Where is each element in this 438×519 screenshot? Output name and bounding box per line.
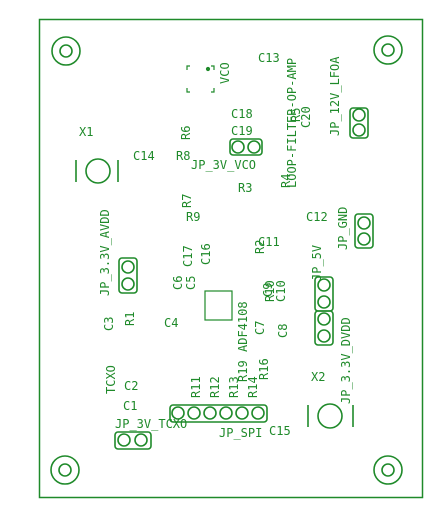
label-c4: C4	[164, 316, 179, 330]
label-jp-3v3-dvdd: JP_3.3V_DVDD	[339, 317, 353, 404]
label-loop-filter-op-amp: LOOP-FILTER-OP-AMP	[285, 57, 299, 188]
mounting-hole-top-right	[373, 35, 403, 65]
label-c20: C20	[299, 106, 313, 128]
mounting-hole-top-left	[51, 36, 81, 66]
label-c18: C18	[231, 107, 253, 121]
label-r12: R12	[208, 376, 222, 398]
label-r13: R13	[227, 376, 241, 398]
label-jp-3v-tcxo: JP_3V_TCXO	[115, 417, 188, 431]
label-c6: C6	[171, 275, 185, 290]
label-r14: R14	[246, 376, 260, 398]
adf4108-footprint	[204, 290, 233, 321]
label-jp-spi: JP_SPI	[219, 426, 263, 440]
label-c15: C15	[269, 424, 291, 438]
jumper-jp-3v-tcxo	[114, 431, 152, 450]
jumper-jp-5v	[314, 276, 334, 312]
label-c12: C12	[306, 210, 328, 224]
label-r7: R7	[180, 193, 194, 208]
label-r6: R6	[179, 125, 193, 140]
label-c5: C5	[184, 275, 198, 290]
label-c17: C17	[181, 245, 195, 267]
label-r1: R1	[123, 311, 137, 326]
label-jp-gnd: JP_GND	[336, 206, 350, 250]
label-c19: C19	[231, 124, 253, 138]
mounting-hole-bottom-right	[373, 455, 403, 485]
mounting-hole-bottom-left	[50, 455, 80, 485]
label-c1: C1	[123, 399, 138, 413]
crystal-x2	[307, 403, 354, 429]
label-c11: C11	[258, 235, 280, 249]
label-c14: C14	[133, 149, 155, 163]
label-r4: R4	[279, 173, 293, 188]
vco-footprint	[186, 65, 215, 93]
jumper-jp-12v-lfoa	[349, 107, 369, 139]
label-c9: C9	[261, 282, 275, 297]
label-c2: C2	[124, 379, 139, 393]
label-c13: C13	[258, 51, 280, 65]
label-c3: C3	[102, 316, 116, 331]
label-r2: R2	[253, 239, 267, 254]
label-r3: R3	[238, 181, 253, 195]
label-jp-12v-lfoa: JP_12V_LFOA	[328, 56, 342, 136]
label-r9: R9	[186, 210, 201, 224]
crystal-x1	[75, 158, 119, 184]
label-c7: C7	[253, 320, 267, 335]
jumper-jp-gnd	[354, 213, 374, 249]
label-r11: R11	[189, 376, 203, 398]
label-x1: X1	[79, 125, 94, 139]
label-jp-5v: JP_5V	[310, 244, 324, 281]
label-vco: VCO	[218, 62, 232, 84]
label-r8: R8	[176, 149, 191, 163]
jumper-jp-3v3-avdd	[118, 257, 138, 294]
label-c16: C16	[199, 243, 213, 265]
header-jp-spi	[169, 404, 268, 423]
label-c10: C10	[274, 280, 288, 302]
jumper-jp-3v-vco	[229, 138, 263, 156]
board-outline	[38, 18, 424, 499]
label-x2: X2	[311, 370, 326, 384]
label-jp-3v3-avdd: JP_3.3V_AVDD	[98, 209, 112, 296]
label-tcxo: TCXO	[104, 365, 118, 394]
jumper-jp-3v3-dvdd	[314, 310, 334, 346]
label-jp-3v-vco: JP_3V_VCO	[191, 158, 257, 172]
label-c8: C8	[276, 323, 290, 338]
label-adf4108: ADF4108	[236, 301, 250, 352]
